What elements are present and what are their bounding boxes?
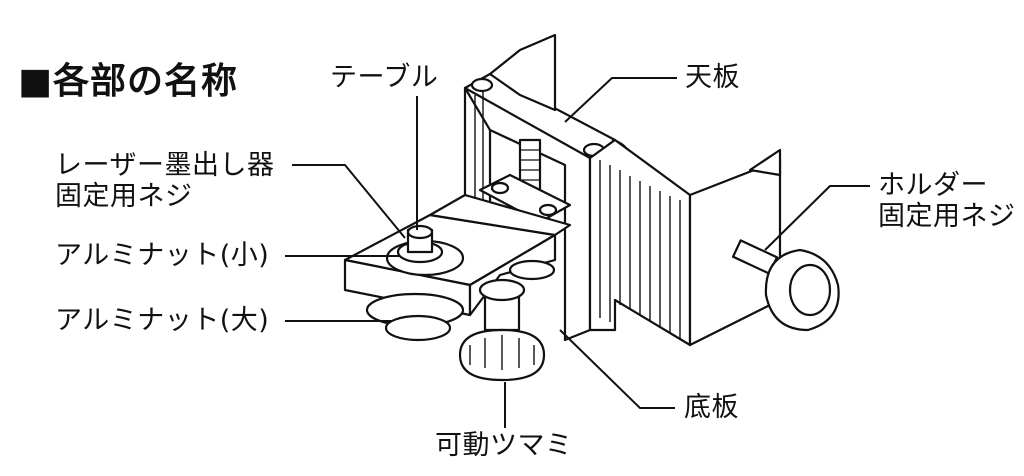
leader-lines [285,77,870,428]
label-holder-screw-line2: 固定用ネジ [878,201,1016,232]
leader-top-plate [564,77,677,123]
label-movable-knob: 可動ツマミ [435,430,573,461]
leader-laser-screw [292,164,406,239]
table-plate [343,173,572,317]
label-table: テーブル [330,62,439,93]
label-alu-nut-large: アルミナット(大) [55,305,270,336]
label-laser-screw-line2: 固定用ネジ [55,181,193,212]
leader-bottom-plate [559,329,675,409]
holder-frame [463,33,782,347]
movable-knob [458,278,546,382]
label-alu-nut-small: アルミナット(小) [55,240,270,271]
large-nut [365,259,556,342]
laser-mount-screw [385,224,465,277]
section-title: ■各部の名称 [18,61,239,102]
leader-holder-screw [764,185,870,251]
label-bottom-plate: 底板 [684,392,739,423]
label-laser-screw-line1: レーザー墨出し器 [55,150,275,181]
label-holder-screw-line1: ホルダー [878,170,988,201]
holder-screw-knob [731,239,840,332]
label-top-plate: 天板 [685,62,740,93]
